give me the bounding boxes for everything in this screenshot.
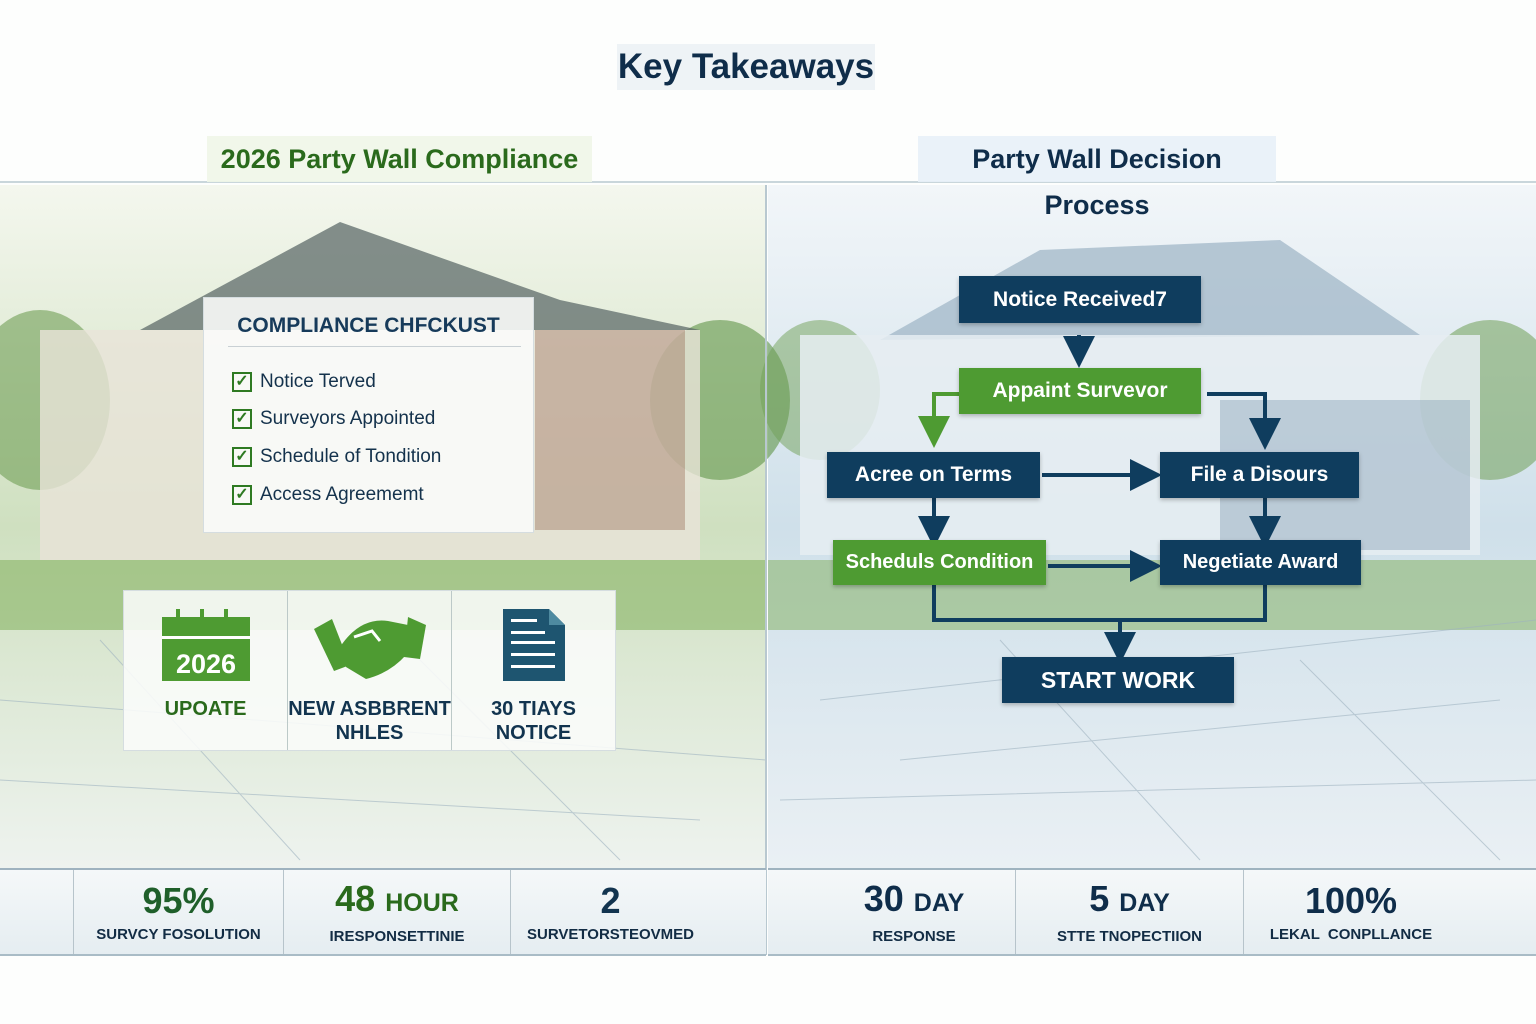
- flow-step-negotiate-award: Negetiate Award: [1160, 540, 1361, 585]
- stat-value: 95%: [142, 879, 215, 921]
- handshake-icon: [313, 617, 426, 679]
- right-stats-bar: 30 DAY RESPONSE 5 DAY STTE TNOPECTIION 1…: [768, 868, 1536, 956]
- checklist-item: ✓ Notice Terved: [232, 371, 376, 393]
- fact-2026-update: 2026 UPOATE: [124, 591, 288, 750]
- fact-label: UPOATE: [164, 698, 247, 720]
- checklist-item-label: Access Agreememt: [260, 484, 424, 505]
- stat-value: 5: [1089, 877, 1110, 919]
- checklist-title: COMPLIANCE CHFCKUST: [237, 314, 500, 337]
- checkbox-checked-icon: ✓: [232, 485, 252, 505]
- fact-label: 30 TIAYS NOTICE: [491, 698, 576, 744]
- flow-step-file-dispute: File a Disours: [1160, 452, 1359, 498]
- key-facts-icons: 2026 UPOATE NEW ASBBRENT NHLES 30 TIAYS …: [123, 590, 616, 751]
- stat-label: RESPONSE: [872, 927, 956, 945]
- stat-label: IRESPONSETTINIE: [329, 927, 465, 945]
- stat-response-time: 48 HOUR IRESPONSETTINIE: [283, 870, 510, 954]
- stat-label: SURVETORSTEOVMED: [527, 925, 694, 943]
- flow-step-agree-terms: Acree on Terms: [827, 452, 1040, 498]
- checkbox-checked-icon: ✓: [232, 372, 252, 392]
- checkbox-checked-icon: ✓: [232, 409, 252, 429]
- stat-value: 2: [600, 879, 621, 921]
- flow-step-notice-received: Notice Received7: [959, 276, 1201, 323]
- stat-label: SURVCY FOSOLUTION: [96, 925, 261, 943]
- checklist-item: ✓ Schedule of Tondition: [232, 446, 441, 468]
- flow-step-schedule-condition: Scheduls Condition: [833, 540, 1046, 585]
- stat-unit: HOUR: [385, 888, 459, 917]
- fact-30-days-notice: 30 TIAYS NOTICE: [452, 591, 615, 750]
- arrow-appoint-to-agree: [918, 392, 959, 448]
- stat-surveyors: 2 SURVETORSTEOVMED: [510, 870, 710, 954]
- calendar-icon: 2026: [161, 609, 250, 681]
- checklist-item-label: Notice Terved: [260, 371, 376, 392]
- stat-survey-resolution: 95% SURVCY FOSOLUTION: [73, 870, 283, 954]
- divider: [228, 346, 521, 347]
- flow-step-appoint-surveyor: Appaint Survevor: [959, 368, 1201, 414]
- checklist-item-label: Surveyors Appointed: [260, 408, 436, 429]
- page-title: Key Takeaways: [617, 44, 875, 90]
- stat-unit: DAY: [1119, 888, 1170, 917]
- flow-step-start-work: START WORK: [1002, 657, 1234, 703]
- fact-label: NEW ASBBRENT NHLES: [288, 698, 451, 744]
- decision-process-heading: Party Wall Decision Process: [918, 136, 1276, 220]
- stat-unit: DAY: [913, 888, 965, 917]
- stat-value: 48: [335, 877, 376, 919]
- checklist-item-label: Schedule of Tondition: [260, 446, 442, 467]
- merge-line: [932, 585, 1267, 622]
- document-icon: [502, 609, 565, 681]
- stat-legal-compliance: 100% LEKAL CONPLLANCE: [1243, 870, 1458, 954]
- checklist-item: ✓ Access Agreememt: [232, 484, 424, 506]
- stat-30-day-response: 30 DAY RESPONSE: [813, 870, 1015, 954]
- svg-text:2026: 2026: [175, 649, 235, 679]
- stat-value: 100%: [1304, 879, 1398, 921]
- compliance-checklist: COMPLIANCE CHFCKUST ✓ Notice Terved ✓ Surv…: [203, 297, 534, 533]
- stat-label: STTE TNOPECTIION: [1056, 927, 1202, 945]
- stat-value: 30: [863, 877, 904, 919]
- fact-new-agreement: NEW ASBBRENT NHLES: [288, 591, 452, 750]
- stat-label: LEKAL CONPLLANCE: [1269, 925, 1433, 943]
- arrow-appoint-to-dispute: [1207, 392, 1281, 450]
- checklist-item: ✓ Surveyors Appointed: [232, 408, 435, 430]
- stat-5-day-inspection: 5 DAY STTE TNOPECTIION: [1015, 870, 1243, 954]
- left-stats-bar: 95% SURVCY FOSOLUTION 48 HOUR IRESPONSET…: [0, 868, 766, 956]
- checkbox-checked-icon: ✓: [232, 447, 252, 467]
- compliance-heading: 2026 Party Wall Compliance: [207, 136, 592, 182]
